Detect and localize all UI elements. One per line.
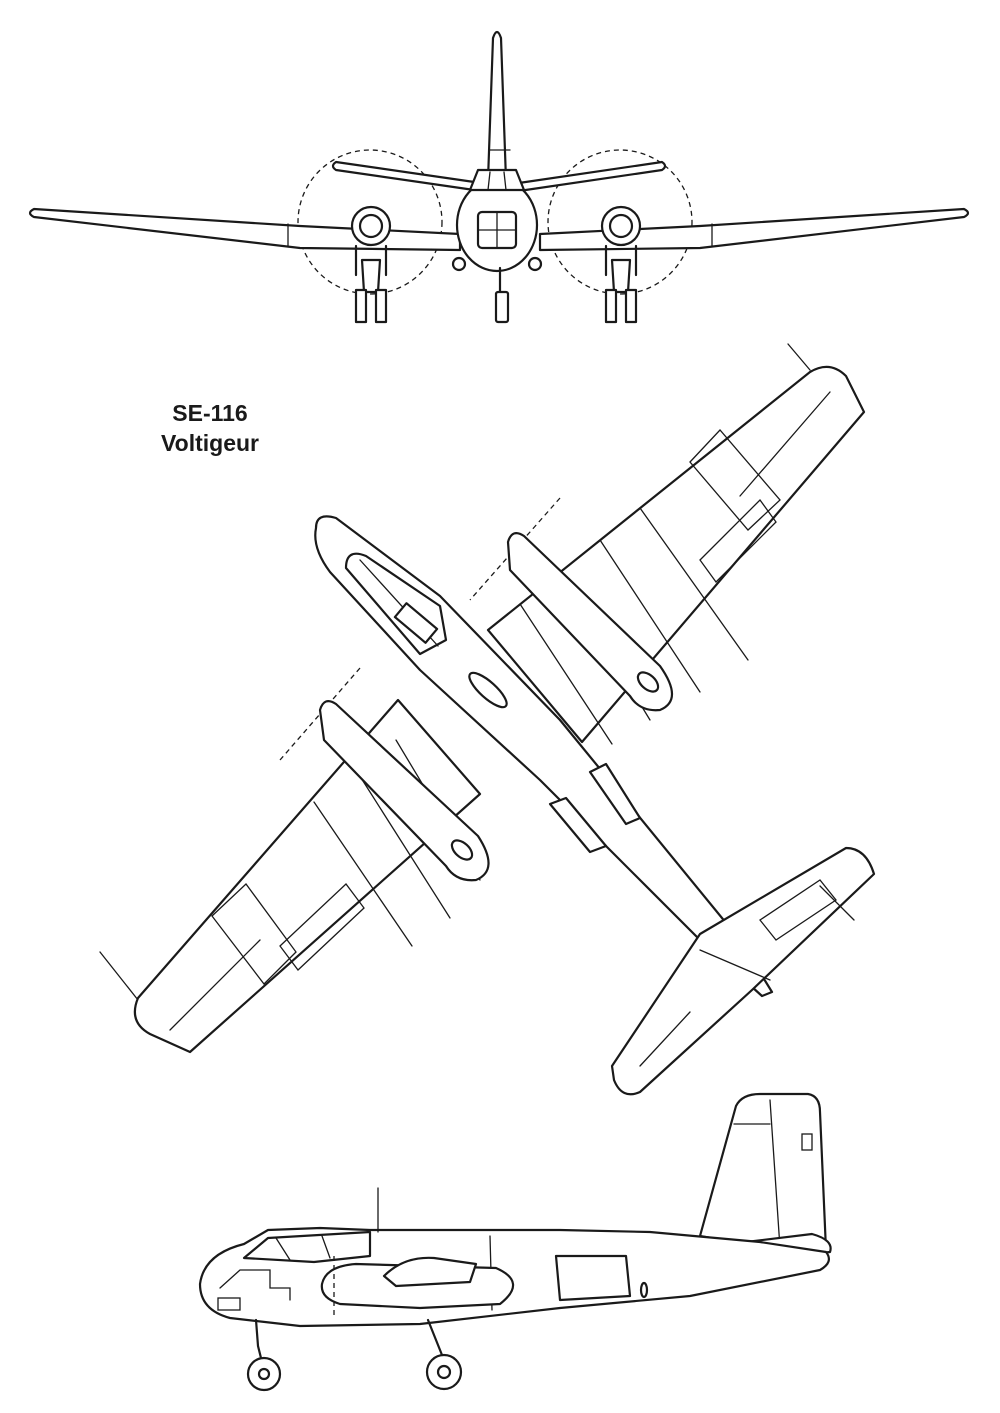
aircraft-name: Voltigeur: [161, 430, 259, 456]
front-nose-gear: [494, 266, 510, 324]
plan-lower-nacelle: [318, 700, 490, 882]
front-view: [28, 30, 970, 324]
front-left-gear: [354, 244, 388, 324]
side-main-gear: [425, 1318, 463, 1391]
front-left-tailplane: [331, 160, 490, 194]
aircraft-title: SE-116 Voltigeur: [140, 398, 280, 458]
side-fin: [698, 1092, 828, 1252]
side-nose-gear: [246, 1318, 282, 1392]
front-left-wing: [28, 207, 462, 252]
front-canopy: [468, 168, 526, 192]
side-intake: [554, 1254, 632, 1302]
front-fin: [486, 30, 508, 182]
plan-lower-wing: [133, 698, 482, 1054]
side-view: [198, 1092, 832, 1392]
front-right-gear: [604, 244, 638, 324]
front-right-wing: [538, 207, 970, 252]
right-propeller-disc: [547, 149, 693, 295]
side-canopy: [242, 1230, 372, 1264]
front-right-engine: [600, 205, 642, 247]
aircraft-designation: SE-116: [172, 400, 248, 426]
plan-upper-nacelle: [506, 532, 674, 712]
plan-tailplane: [610, 846, 876, 1096]
front-right-tailplane: [510, 160, 667, 194]
left-propeller-disc: [297, 149, 443, 295]
plan-view: [99, 343, 876, 1096]
front-left-engine: [350, 205, 392, 247]
